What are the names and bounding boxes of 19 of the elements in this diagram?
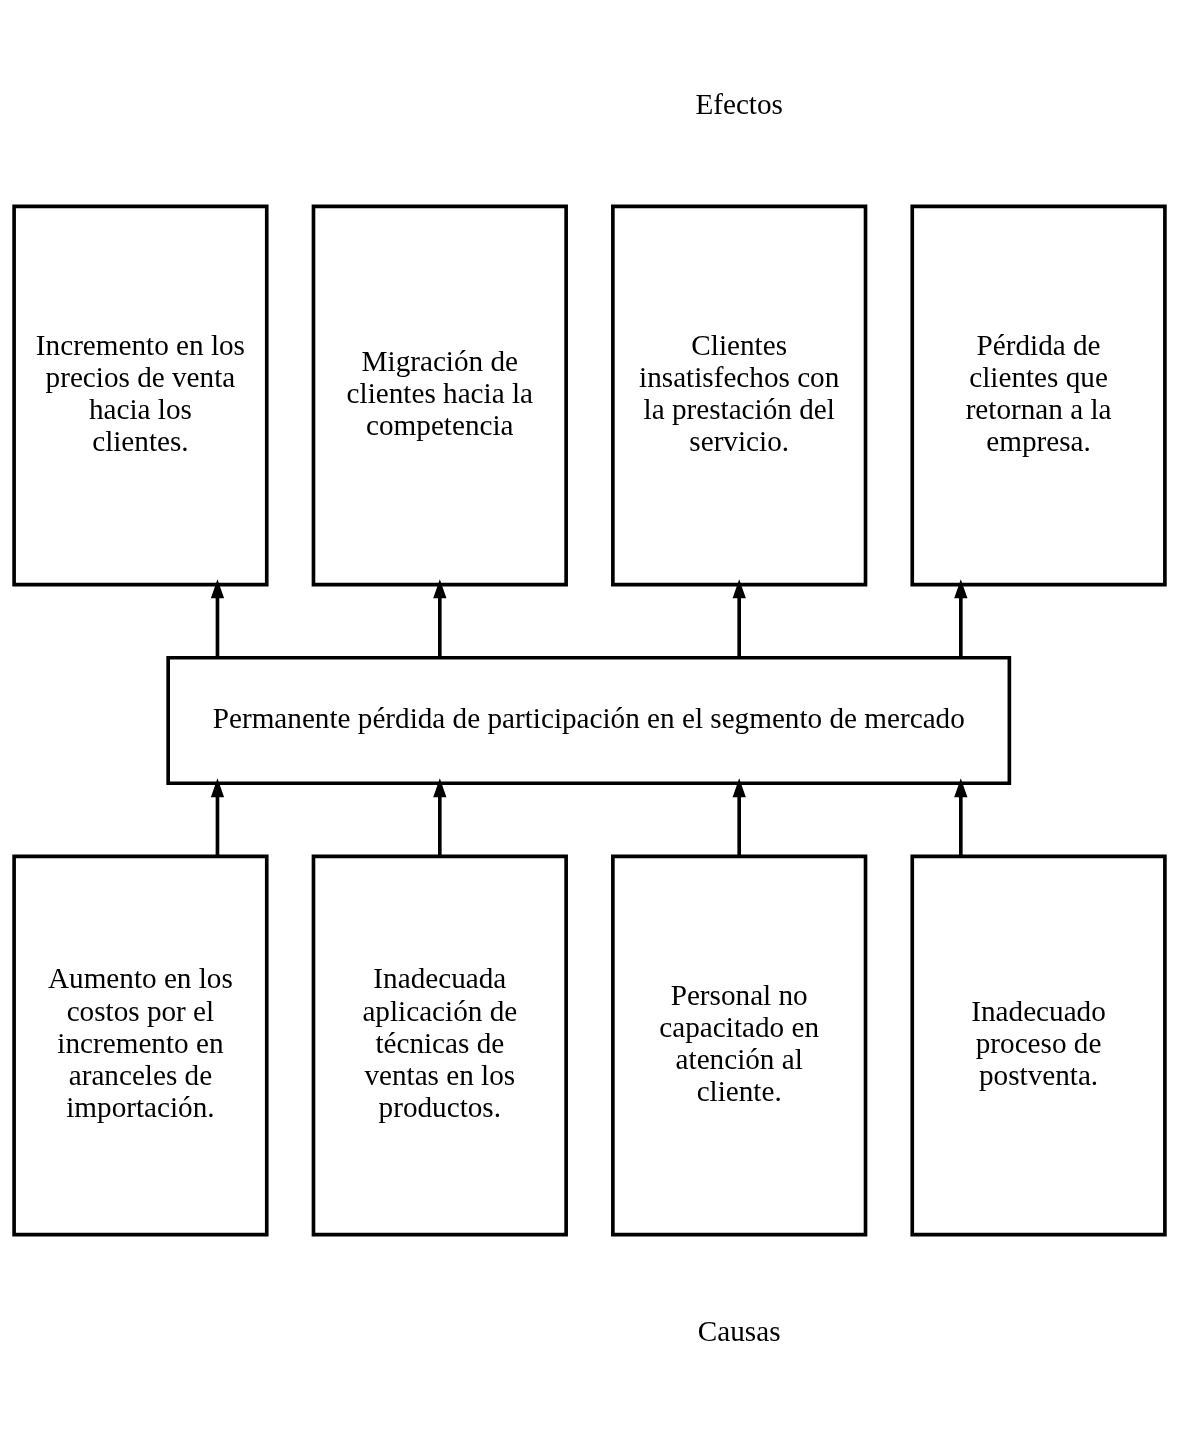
label: Causas: [697, 1314, 781, 1347]
arrow: [732, 777, 746, 856]
node-box: Aumento en los costos por el incremento en aranceles de importación.: [12, 854, 269, 1236]
node-box: Permanente pérdida de participación en el segmento de mercado: [166, 655, 1012, 785]
arrow: [954, 777, 968, 856]
node-box: Personal no capacitado en atención al cliente.: [611, 854, 868, 1236]
label: Efectos: [695, 87, 783, 120]
arrow: [954, 578, 968, 657]
arrow: [433, 578, 447, 657]
arrow: [732, 578, 746, 657]
arrow: [210, 777, 225, 856]
node-box: Migración de clientes hacia la competencia: [311, 204, 568, 586]
node-box: Incremento en los precios de venta hacia los clientes.: [12, 204, 269, 586]
node-box: Pérdida de clientes que retornan a la empresa.: [910, 204, 1167, 586]
arrow: [210, 578, 225, 657]
arrow: [433, 777, 447, 856]
node-box: Inadecuado proceso de postventa.: [910, 854, 1167, 1236]
node-box: Clientes insatisfechos con la prestación del servicio.: [611, 204, 868, 586]
node-box: Inadecuada aplicación de técnicas de ventas en los productos.: [311, 854, 568, 1236]
